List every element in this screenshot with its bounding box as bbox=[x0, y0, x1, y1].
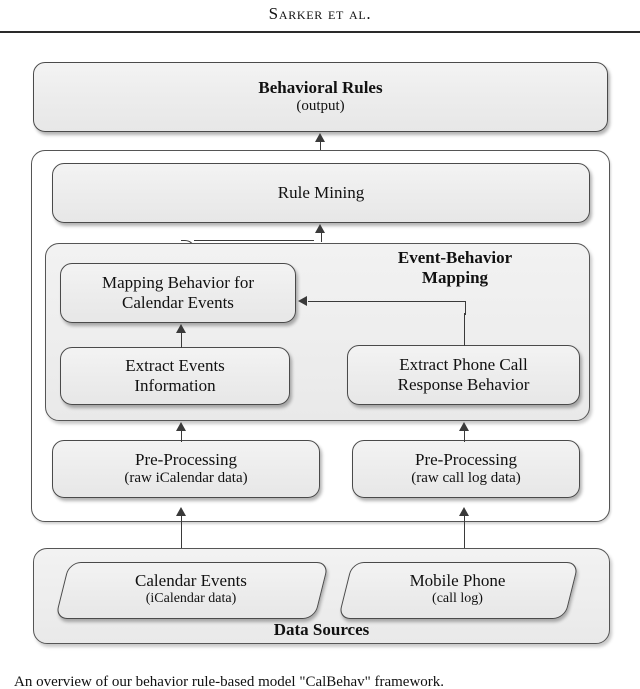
node-behavioral-rules[interactable]: Behavioral Rules (output) bbox=[33, 62, 608, 132]
arrowhead-to-rule-mining bbox=[315, 224, 325, 233]
extract-events-line2: Information bbox=[134, 376, 216, 395]
event-behavior-mapping-label-line1: Event-Behavior bbox=[397, 248, 513, 267]
connector-rulemining-to-output bbox=[320, 141, 321, 158]
running-head: Sarker et al. bbox=[268, 4, 372, 23]
node-source-phone[interactable]: Mobile Phone (call log) bbox=[337, 562, 580, 619]
connector-extractevents-to-mapping bbox=[181, 332, 182, 348]
connector-phonecall-elbow bbox=[452, 301, 466, 315]
node-source-calendar[interactable]: Calendar Events (iCalendar data) bbox=[54, 562, 330, 619]
behavioral-rules-subtitle: (output) bbox=[296, 98, 345, 115]
extract-phone-call-line1: Extract Phone Call bbox=[399, 354, 528, 374]
arrowhead-to-preprocess-calendar bbox=[176, 507, 186, 516]
preprocess-calendar-line2: (raw iCalendar data) bbox=[124, 470, 248, 487]
connector-rulemining-elbow bbox=[312, 232, 322, 242]
mapping-behavior-line2: Calendar Events bbox=[122, 293, 234, 312]
source-calendar-line1: Calendar Events bbox=[135, 571, 247, 591]
node-extract-phone-call[interactable]: Extract Phone Call Response Behavior bbox=[347, 345, 580, 405]
node-extract-events[interactable]: Extract Events Information bbox=[60, 347, 290, 405]
preprocess-calllog-line1: Pre-Processing bbox=[415, 450, 517, 470]
preprocess-calllog-line2: (raw call log data) bbox=[411, 470, 521, 487]
source-phone-line2: (call log) bbox=[432, 591, 483, 607]
arrowhead-to-preprocess-calllog bbox=[459, 507, 469, 516]
extract-phone-call-line2: Response Behavior bbox=[397, 375, 530, 394]
arrowhead-to-output bbox=[315, 133, 325, 142]
connector-calendar-source-to-preprocess bbox=[181, 515, 182, 575]
connector-phonecall-up bbox=[464, 313, 465, 346]
arrowhead-to-mapping-behavior-right bbox=[298, 296, 307, 306]
header-rule bbox=[0, 31, 640, 33]
connector-phonecall-left bbox=[308, 301, 454, 302]
connector-preprocess-to-phonecall bbox=[464, 430, 465, 442]
arrowhead-to-extract-events bbox=[176, 422, 186, 431]
figure-caption: An overview of our behavior rule-based m… bbox=[14, 674, 445, 689]
node-rule-mining[interactable]: Rule Mining bbox=[52, 163, 590, 223]
preprocess-calendar-line1: Pre-Processing bbox=[135, 450, 237, 470]
source-calendar-line2: (iCalendar data) bbox=[145, 591, 237, 607]
node-mapping-behavior[interactable]: Mapping Behavior for Calendar Events bbox=[60, 263, 296, 323]
node-preprocess-calendar[interactable]: Pre-Processing (raw iCalendar data) bbox=[52, 440, 320, 498]
connector-mapping-right bbox=[194, 240, 314, 241]
connector-phone-source-to-preprocess bbox=[464, 515, 465, 575]
arrowhead-to-extract-phone-call bbox=[459, 422, 469, 431]
connector-preprocess-to-extractevents bbox=[181, 430, 182, 442]
data-sources-label: Data Sources bbox=[273, 620, 370, 639]
behavioral-rules-title: Behavioral Rules bbox=[258, 78, 383, 98]
event-behavior-mapping-label: Event-Behavior Mapping bbox=[330, 248, 580, 288]
source-phone-line1: Mobile Phone bbox=[409, 571, 506, 591]
extract-events-line1: Extract Events bbox=[125, 355, 225, 375]
mapping-behavior-line1: Mapping Behavior for bbox=[101, 272, 255, 292]
event-behavior-mapping-label-line2: Mapping bbox=[421, 268, 489, 288]
node-preprocess-calllog[interactable]: Pre-Processing (raw call log data) bbox=[352, 440, 580, 498]
arrowhead-to-mapping-behavior bbox=[176, 324, 186, 333]
rule-mining-label: Rule Mining bbox=[277, 182, 365, 202]
